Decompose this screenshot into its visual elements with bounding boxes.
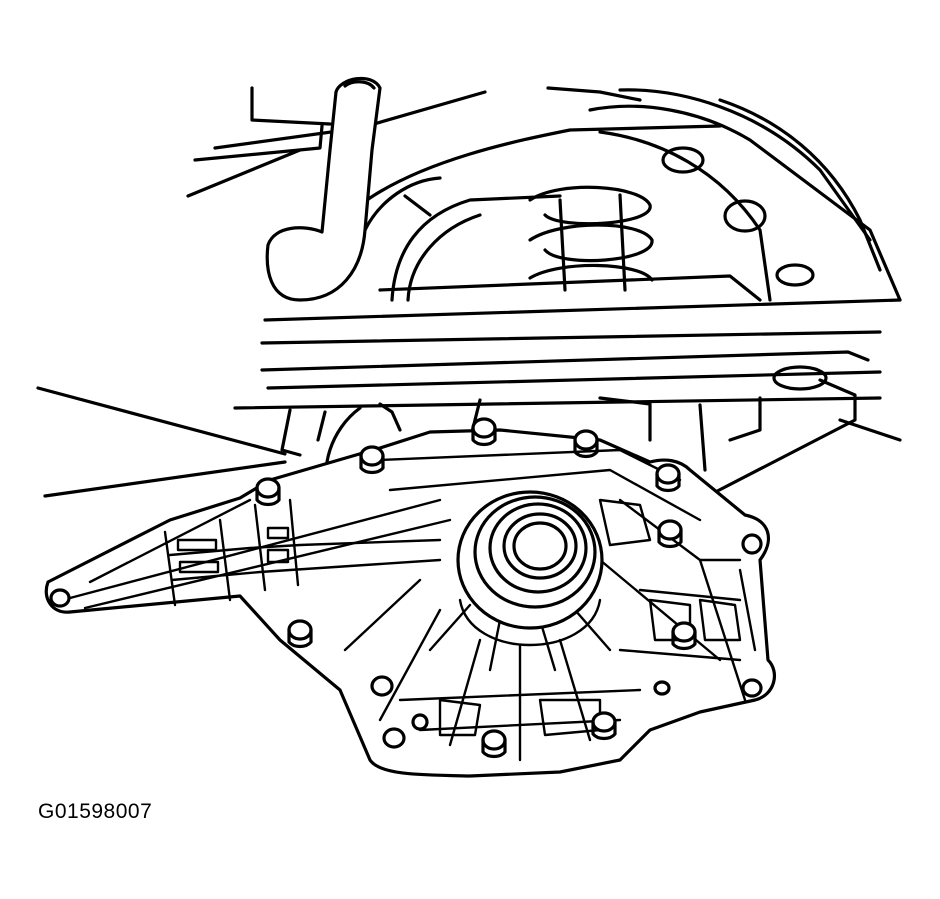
bolt-holes [49, 533, 763, 749]
bolt [591, 711, 617, 741]
bolt [481, 729, 507, 759]
bolt [255, 477, 281, 507]
bolt [655, 463, 681, 493]
bolt [359, 445, 385, 475]
bolt [657, 519, 683, 549]
central-hub-seal [456, 490, 604, 630]
coil-spring [528, 185, 654, 292]
leader-lines [36, 386, 287, 498]
bolt [471, 417, 497, 447]
bolts [255, 417, 697, 759]
bolt [671, 621, 697, 651]
figure-id-label: G01598007 [38, 800, 153, 823]
bolt [287, 619, 313, 649]
vehicle-body-structure [186, 86, 902, 410]
bolt [573, 429, 599, 459]
hose-pipe [265, 76, 382, 302]
